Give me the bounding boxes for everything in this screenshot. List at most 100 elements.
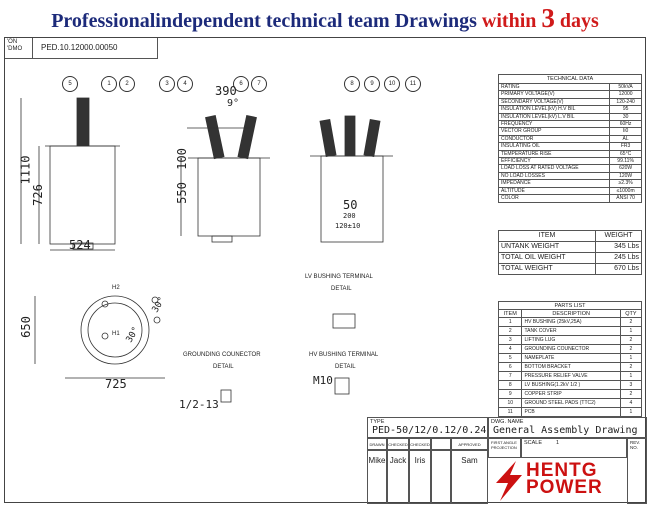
part-qty: 2 bbox=[619, 389, 643, 399]
part-item: 4 bbox=[497, 344, 523, 354]
tech-value: 65°C bbox=[609, 149, 642, 159]
tech-value: AL bbox=[609, 134, 642, 144]
projection-cell: FIRST ANGLE PROJECTION bbox=[488, 438, 521, 458]
part-qty: 1 bbox=[619, 326, 643, 336]
dim-650: 650 bbox=[18, 316, 33, 338]
tech-param: LOAD LOSS AT RATED VOLTAGE bbox=[497, 164, 611, 173]
dim-726: 726 bbox=[30, 184, 45, 206]
code-label: 'ON 'DMO bbox=[7, 39, 23, 52]
tech-param: SECONDARY VOLTAGE(V) bbox=[497, 97, 611, 107]
type-value: PED-50/12/0.12/0.24 bbox=[372, 425, 487, 436]
part-desc: BOTTOM BRACKET bbox=[521, 362, 621, 372]
tech-param: FREQUENCY bbox=[497, 120, 611, 129]
callout-5: 5 bbox=[62, 76, 78, 92]
tech-value: ≥2.3% bbox=[609, 179, 642, 188]
part-desc: GROUND STEEL PADS (TTC2) bbox=[521, 398, 621, 408]
part-desc: HV BUSHING (25kV,25A) bbox=[521, 317, 621, 327]
tech-param: IMPEDANCE bbox=[497, 179, 611, 188]
callout-6: 6 bbox=[233, 76, 249, 92]
hv-dim: M10 bbox=[313, 374, 333, 387]
tech-param: TEMPERATURE RISE bbox=[497, 149, 611, 159]
rev-cell: REV. NO. bbox=[627, 438, 647, 504]
part-desc: PCB bbox=[521, 407, 621, 417]
part-qty: 1 bbox=[619, 407, 643, 417]
part-item: 1 bbox=[497, 317, 523, 327]
tech-value: 120-240 bbox=[609, 97, 642, 107]
weight-value: 670 Lbs bbox=[594, 263, 643, 275]
parts-header-qty: QTY bbox=[619, 309, 643, 318]
weight-value: 345 Lbs bbox=[594, 241, 643, 253]
tech-param: COLOR bbox=[497, 194, 611, 203]
dim-50: 50 bbox=[343, 198, 358, 212]
tech-param: EFFICIENCY bbox=[497, 157, 611, 166]
part-qty: 4 bbox=[619, 398, 643, 408]
part-desc: COPPER STRIP bbox=[521, 389, 621, 399]
dwg-name-value: General Assembly Drawing bbox=[493, 425, 638, 436]
hv-bushing-front bbox=[76, 97, 90, 147]
part-qty: 1 bbox=[619, 371, 643, 381]
dim-725: 725 bbox=[105, 377, 127, 391]
callout-9: 9 bbox=[364, 76, 380, 92]
dim-1110: 1110 bbox=[18, 155, 33, 185]
scale-value: 1 bbox=[556, 440, 560, 446]
signer-name: Iris bbox=[409, 450, 431, 504]
callout-2: 2 bbox=[119, 76, 135, 92]
tech-value: 120W bbox=[609, 171, 642, 181]
role-label: DRAWN bbox=[367, 438, 387, 450]
part-desc: TANK COVER bbox=[521, 326, 621, 336]
dim-524: 524 bbox=[69, 238, 91, 252]
tech-param: VECTOR GROUP bbox=[497, 127, 611, 136]
tech-value: ANSI 70 bbox=[609, 194, 642, 203]
callout-1: 1 bbox=[101, 76, 117, 92]
side-tank bbox=[197, 157, 261, 237]
part-item: 5 bbox=[497, 353, 523, 363]
weight-item: UNTANK WEIGHT bbox=[498, 241, 596, 253]
tech-param: CONDUCTOR bbox=[497, 134, 611, 144]
role-label: CHECKED bbox=[409, 438, 431, 450]
part-qty: 2 bbox=[619, 362, 643, 372]
assembly-drawing bbox=[20, 97, 393, 403]
dim-390: 390 bbox=[215, 84, 237, 98]
dim-9deg: 9° bbox=[227, 98, 240, 109]
lv-terminal-sketch bbox=[332, 313, 356, 329]
part-qty: 2 bbox=[619, 344, 643, 354]
table-row: IMPEDANCE≥2.3% bbox=[497, 179, 642, 188]
tech-param: INSULATION LEVEL(kV) L.V BIL bbox=[497, 112, 611, 122]
signer-name: Jack bbox=[387, 450, 409, 504]
callout-11: 11 bbox=[405, 76, 421, 92]
plan-label-h1: H1 bbox=[112, 331, 120, 337]
grounding-title: GROUNDING COUNECTOR bbox=[183, 352, 261, 358]
parts-list-title: PARTS LIST bbox=[498, 301, 642, 310]
tech-value: 95 bbox=[609, 105, 642, 114]
part-item: 2 bbox=[497, 326, 523, 336]
drawing-number: PED.10.12000.00050 bbox=[41, 43, 118, 52]
lightning-icon bbox=[496, 461, 522, 501]
tech-value: Ii0 bbox=[609, 127, 642, 136]
grounding-sketch bbox=[220, 389, 232, 403]
tech-value: 50kVA bbox=[609, 82, 642, 92]
